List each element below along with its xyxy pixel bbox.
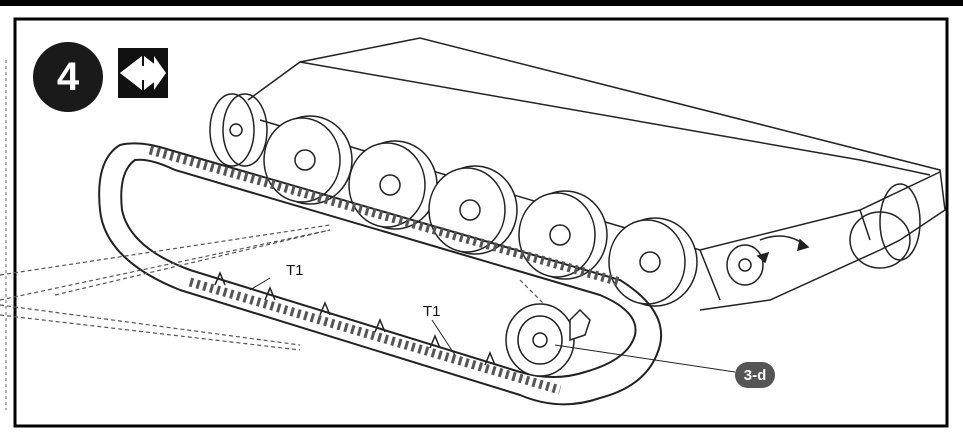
ref-leader [554,344,736,373]
step-frame [13,17,949,428]
flip-arrows-icon [118,48,168,98]
step-number-badge: 4 [33,42,103,112]
idler-arm [726,235,810,286]
top-rule [0,0,963,6]
t1-upper-leader [249,277,271,291]
front-sprocket [505,303,591,377]
road-wheels [263,115,698,307]
guide-dashes [0,224,546,351]
t1-lower-label: T1 [423,303,441,320]
track-belt [98,142,663,406]
reference-badge: 3-d [735,362,775,388]
t1-lower-leader [431,319,456,356]
t1-upper-label: T1 [286,262,304,279]
